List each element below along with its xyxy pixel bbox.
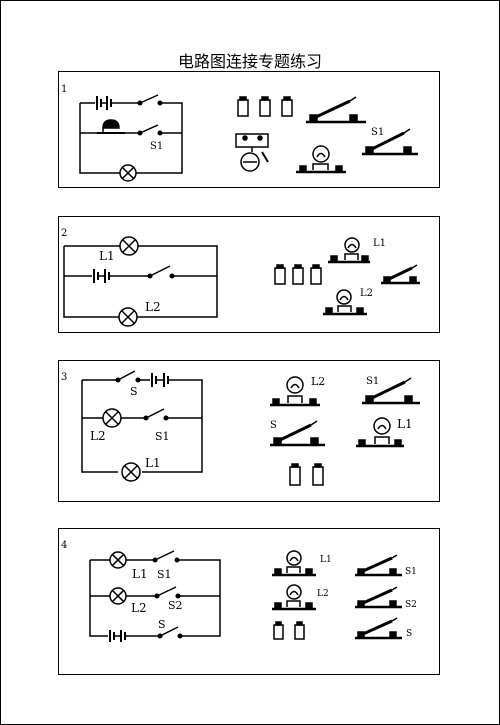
knife-switch-s1-icon bbox=[362, 128, 418, 156]
battery-cell-icon bbox=[259, 96, 271, 117]
battery-symbol bbox=[96, 96, 118, 110]
battery-cell-icon bbox=[310, 264, 322, 285]
battery-cell-icon bbox=[312, 463, 324, 486]
label-s1: S1 bbox=[371, 127, 384, 138]
lamp-symbol bbox=[119, 164, 137, 182]
problem-number: 2 bbox=[61, 228, 67, 239]
label-s1: S1 bbox=[150, 141, 163, 152]
switch-s-symbol bbox=[115, 370, 141, 383]
circuit-diagram-4: L1 S1 L2 S2 S bbox=[89, 550, 221, 642]
lamp-holder-l1-icon bbox=[328, 237, 370, 264]
problem-number: 3 bbox=[61, 372, 67, 383]
label-l1: L1 bbox=[99, 249, 115, 263]
switch-s1-symbol bbox=[143, 408, 169, 421]
label-l1: L1 bbox=[145, 456, 161, 470]
battery-symbol bbox=[151, 373, 176, 387]
label-l1: L1 bbox=[397, 417, 413, 431]
bell-symbol bbox=[97, 119, 125, 134]
knife-switch-s2-icon bbox=[355, 586, 402, 609]
label-l2: L2 bbox=[317, 589, 329, 599]
battery-cell-icon bbox=[289, 463, 301, 486]
label-s1: S1 bbox=[366, 376, 379, 387]
switch-s1-symbol bbox=[152, 550, 180, 563]
circuit-diagram-3: S L2 S1 L1 bbox=[81, 370, 203, 482]
components-4: L1 S1 L2 S2 S bbox=[272, 550, 417, 640]
lamp-l1-symbol bbox=[119, 236, 139, 256]
lamp-l1-symbol bbox=[109, 551, 127, 569]
problem-1-frame bbox=[58, 71, 440, 188]
switch-s-symbol bbox=[157, 626, 183, 639]
battery-cell-icon bbox=[292, 264, 304, 285]
label-l2: L2 bbox=[145, 300, 161, 314]
label-l2: L2 bbox=[311, 375, 325, 388]
battery-cell-icon bbox=[281, 96, 293, 117]
label-l1: L1 bbox=[373, 238, 386, 249]
knife-switch-s-icon bbox=[270, 420, 325, 447]
components-1: S1 bbox=[235, 96, 418, 174]
problem-number: 1 bbox=[61, 84, 67, 95]
battery-cell-icon bbox=[273, 621, 284, 640]
battery-symbol bbox=[93, 269, 116, 283]
lamp-holder-icon bbox=[296, 145, 346, 174]
lamp-holder-l2-icon bbox=[272, 584, 316, 611]
circuit-diagram-2: L1 L2 bbox=[63, 236, 218, 327]
label-l2: L2 bbox=[360, 288, 373, 299]
label-s: S bbox=[406, 629, 412, 639]
problem-number: 4 bbox=[61, 540, 67, 551]
lamp-holder-l1-icon bbox=[272, 550, 316, 577]
battery-cell-icon bbox=[274, 264, 286, 285]
components-3: L2 S1 S L1 bbox=[270, 375, 420, 486]
label-l1: L1 bbox=[132, 567, 148, 581]
problem-3-frame bbox=[58, 360, 440, 502]
label-s2: S2 bbox=[405, 600, 417, 610]
battery-cell-icon bbox=[294, 621, 305, 640]
lamp-holder-l2-icon bbox=[323, 289, 367, 316]
label-l2: L2 bbox=[90, 429, 106, 443]
lamp-holder-l1-icon bbox=[356, 417, 404, 448]
label-s: S bbox=[270, 420, 277, 431]
components-2: L1 L2 bbox=[274, 237, 420, 316]
knife-switch-s1-icon bbox=[362, 377, 420, 405]
knife-switch-s-icon bbox=[355, 617, 402, 640]
page-title: 电路图连接专题练习 bbox=[177, 52, 322, 71]
lamp-holder-l2-icon bbox=[270, 376, 320, 407]
battery-symbol bbox=[109, 630, 136, 642]
knife-switch-s1-icon bbox=[355, 554, 402, 577]
label-l1: L1 bbox=[320, 555, 332, 565]
electric-bell-icon bbox=[235, 133, 269, 172]
problem-4-frame bbox=[58, 528, 440, 675]
label-s2: S2 bbox=[168, 599, 183, 612]
switch-symbol bbox=[147, 265, 175, 279]
label-s: S bbox=[158, 618, 166, 631]
label-s1: S1 bbox=[155, 430, 170, 443]
switch-symbol bbox=[137, 94, 163, 106]
lamp-l2-symbol bbox=[109, 587, 127, 605]
knife-switch-icon bbox=[381, 264, 420, 285]
switch-s2-symbol bbox=[154, 586, 181, 599]
label-s1: S1 bbox=[157, 568, 172, 581]
label-s1: S1 bbox=[405, 567, 417, 577]
lamp-l2-symbol bbox=[102, 408, 122, 428]
problem-2-frame bbox=[58, 216, 440, 333]
lamp-l1-symbol bbox=[121, 462, 141, 482]
label-l2: L2 bbox=[131, 601, 147, 615]
lamp-l2-symbol bbox=[118, 307, 138, 327]
battery-cell-icon bbox=[237, 96, 249, 117]
circuit-diagram-1: S1 bbox=[79, 94, 183, 182]
label-s: S bbox=[130, 385, 138, 398]
switch-s1-symbol bbox=[137, 124, 163, 136]
knife-switch-icon bbox=[306, 96, 366, 124]
